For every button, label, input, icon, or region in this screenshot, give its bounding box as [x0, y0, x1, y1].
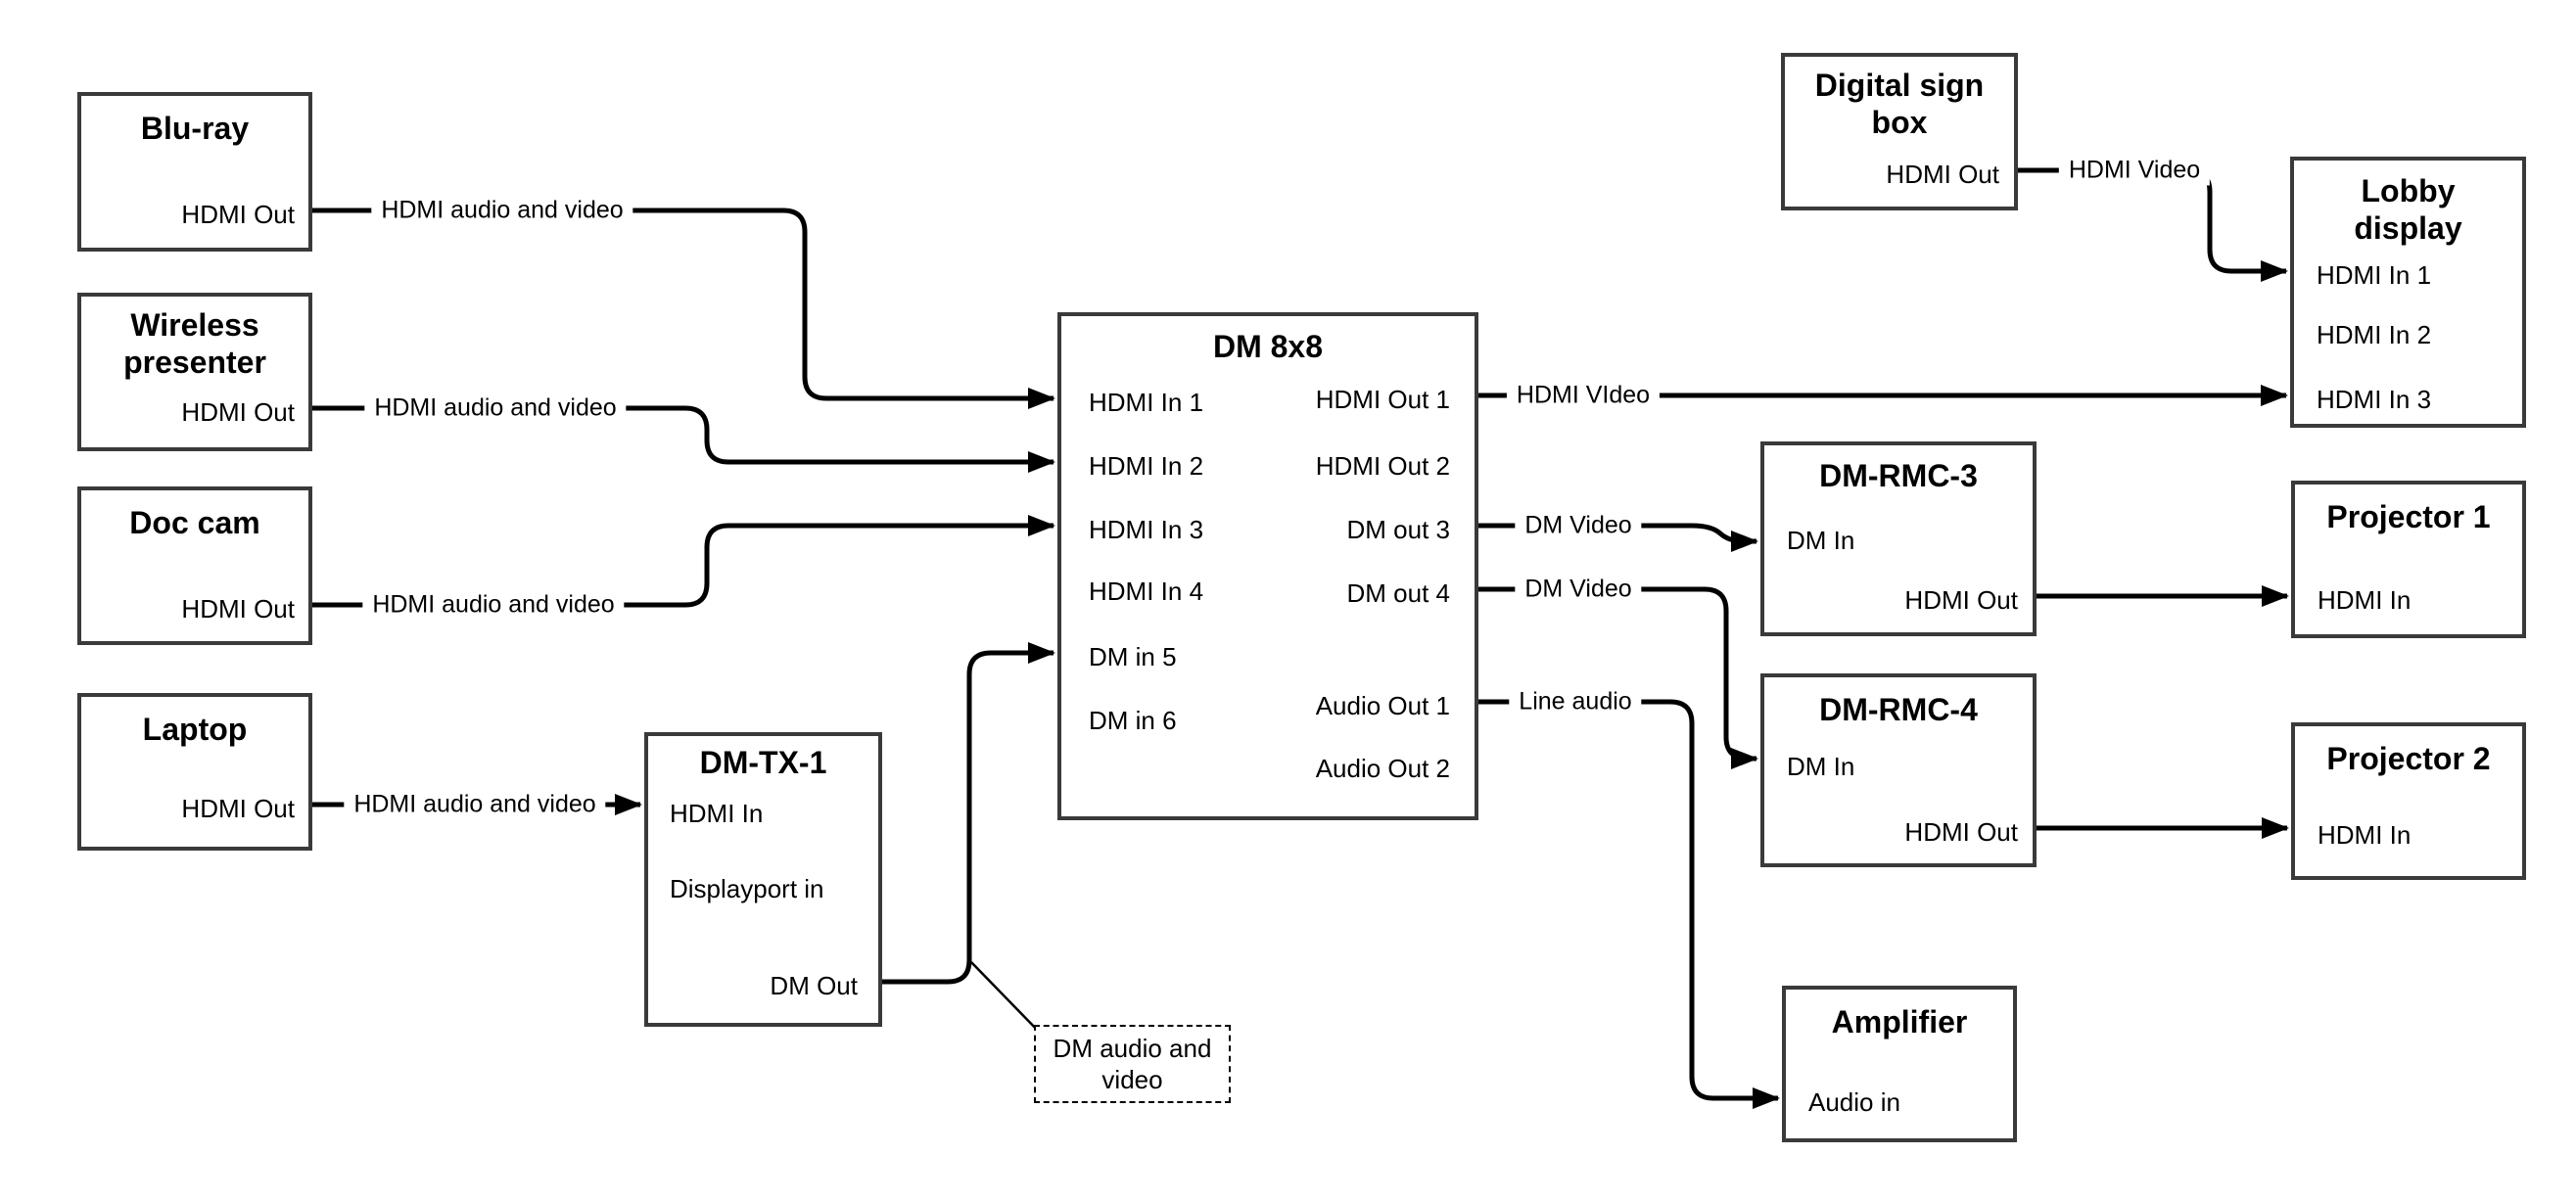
port-dm8x8-audio-out-1: Audio Out 1 [1315, 691, 1450, 720]
port-signbox-hdmi-out: HDMI Out [1886, 160, 1999, 189]
port-dmtx1-displayport-in: Displayport in [670, 874, 824, 903]
port-lobby-hdmi-in-3: HDMI In 3 [2317, 385, 2432, 414]
node-title: DM-RMC-3 [1819, 458, 1978, 493]
port-bluray-hdmi-out: HDMI Out [181, 200, 295, 229]
node-title: Lobby display [2354, 173, 2462, 246]
edge-dmtx1-to-dm8x8-in5 [882, 642, 1055, 985]
port-projector2-hdmi-in: HDMI In [2318, 820, 2412, 850]
port-rmc4-hdmi-out: HDMI Out [1904, 817, 2018, 847]
callout-text: DM audio and video [1053, 1034, 1212, 1094]
port-dm8x8-dm-in-6: DM in 6 [1089, 706, 1177, 735]
edge-label-laptop: HDMI audio and video [344, 789, 606, 820]
node-title: Projector 2 [2326, 741, 2491, 776]
port-dm8x8-hdmi-out-2: HDMI Out 2 [1315, 451, 1450, 481]
node-projector-1[interactable]: Projector 1 HDMI In [2291, 481, 2526, 638]
edge-label-dm-video-out4: DM Video [1515, 574, 1642, 605]
node-laptop[interactable]: Laptop HDMI Out [77, 693, 312, 851]
node-title: DM-TX-1 [699, 745, 827, 780]
port-amplifier-audio-in: Audio in [1808, 1087, 1900, 1117]
node-lobby-display[interactable]: Lobby display HDMI In 1 HDMI In 2 HDMI I… [2290, 157, 2526, 428]
node-title: DM 8x8 [1212, 329, 1324, 364]
callout-leader-line [970, 961, 1042, 1035]
port-doccam-hdmi-out: HDMI Out [181, 594, 295, 624]
port-lobby-hdmi-in-2: HDMI In 2 [2317, 320, 2432, 349]
edge-label-hdmi-video-sign: HDMI Video [2058, 155, 2211, 186]
port-dm8x8-hdmi-in-3: HDMI In 3 [1089, 515, 1204, 544]
port-rmc3-hdmi-out: HDMI Out [1904, 585, 2018, 615]
edge-label-dm-video-out3: DM Video [1515, 510, 1642, 541]
node-dm-rmc-4[interactable]: DM-RMC-4 DM In HDMI Out [1760, 673, 2037, 867]
node-title: Laptop [142, 712, 248, 747]
node-dm-tx-1[interactable]: DM-TX-1 HDMI In Displayport in DM Out [644, 732, 882, 1027]
port-wireless-hdmi-out: HDMI Out [181, 397, 295, 427]
port-dm8x8-dm-in-5: DM in 5 [1089, 642, 1177, 671]
port-dm8x8-hdmi-in-2: HDMI In 2 [1089, 451, 1204, 481]
port-dm8x8-dm-out-4: DM out 4 [1346, 578, 1451, 608]
node-projector-2[interactable]: Projector 2 HDMI In [2291, 722, 2526, 880]
edge-bluray-to-dm8x8-in1 [312, 208, 1055, 409]
node-amplifier[interactable]: Amplifier Audio in [1782, 986, 2017, 1142]
node-dm-8x8[interactable]: DM 8x8 HDMI In 1 HDMI In 2 HDMI In 3 HDM… [1057, 312, 1478, 820]
edge-dm8x8-out4-to-rmc4 [1478, 586, 1758, 769]
edge-label-line-audio: Line audio [1509, 686, 1642, 717]
node-title: DM-RMC-4 [1819, 692, 1978, 727]
port-rmc3-dm-in: DM In [1787, 526, 1855, 555]
edge-label-bluray: HDMI audio and video [371, 195, 633, 226]
port-lobby-hdmi-in-1: HDMI In 1 [2317, 260, 2432, 290]
port-dm8x8-dm-out-3: DM out 3 [1346, 515, 1451, 544]
node-title: Blu-ray [140, 111, 250, 146]
port-dm8x8-hdmi-in-4: HDMI In 4 [1089, 577, 1204, 606]
port-rmc4-dm-in: DM In [1787, 752, 1855, 781]
edge-dm8x8-audio1-to-amplifier [1478, 699, 1780, 1109]
edge-dm8x8-out3-to-rmc3 [1478, 523, 1758, 552]
port-projector1-hdmi-in: HDMI In [2318, 585, 2412, 615]
node-wireless-presenter[interactable]: Wireless presenter HDMI Out [77, 293, 312, 451]
edge-label-doccam: HDMI audio and video [362, 589, 625, 621]
callout-dm-audio-video: DM audio and video [1034, 1025, 1231, 1103]
port-dm8x8-audio-out-2: Audio Out 2 [1315, 754, 1450, 783]
node-title: Projector 1 [2326, 499, 2491, 534]
edge-doccam-to-dm8x8-in3 [312, 515, 1055, 608]
node-bluray[interactable]: Blu-ray HDMI Out [77, 92, 312, 252]
port-dm8x8-hdmi-in-1: HDMI In 1 [1089, 388, 1204, 417]
port-dmtx1-hdmi-in: HDMI In [670, 799, 764, 828]
edge-wireless-to-dm8x8-in2 [312, 405, 1055, 473]
port-laptop-hdmi-out: HDMI Out [181, 794, 295, 823]
node-title: Wireless presenter [123, 307, 266, 380]
node-dm-rmc-3[interactable]: DM-RMC-3 DM In HDMI Out [1760, 441, 2037, 636]
node-doc-cam[interactable]: Doc cam HDMI Out [77, 486, 312, 645]
node-title: Doc cam [129, 505, 260, 540]
port-dm8x8-hdmi-out-1: HDMI Out 1 [1315, 385, 1450, 414]
node-digital-sign-box[interactable]: Digital sign box HDMI Out [1781, 53, 2018, 210]
edge-label-hdmi-video-out1: HDMI VIdeo [1506, 380, 1661, 411]
node-title: Digital sign box [1814, 68, 1985, 140]
node-title: Amplifier [1831, 1004, 1968, 1039]
port-dmtx1-dm-out: DM Out [770, 971, 858, 1000]
edge-label-wireless: HDMI audio and video [364, 393, 627, 424]
